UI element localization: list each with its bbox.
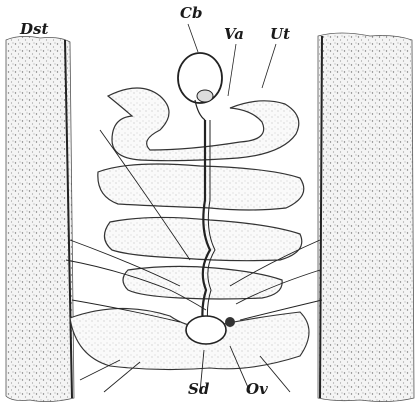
right-tissue-wall — [318, 33, 414, 402]
ovary-structure — [70, 308, 309, 369]
label-dst: Dst — [20, 22, 48, 37]
label-ov: Ov — [246, 382, 268, 397]
coiled-tube — [98, 88, 304, 299]
label-cb: Cb — [180, 6, 202, 21]
bulb-structure — [178, 53, 222, 120]
label-va: Va — [224, 27, 244, 42]
label-ut: Ut — [270, 27, 290, 42]
left-tissue-wall — [6, 36, 74, 401]
label-sd: Sd — [188, 382, 209, 397]
